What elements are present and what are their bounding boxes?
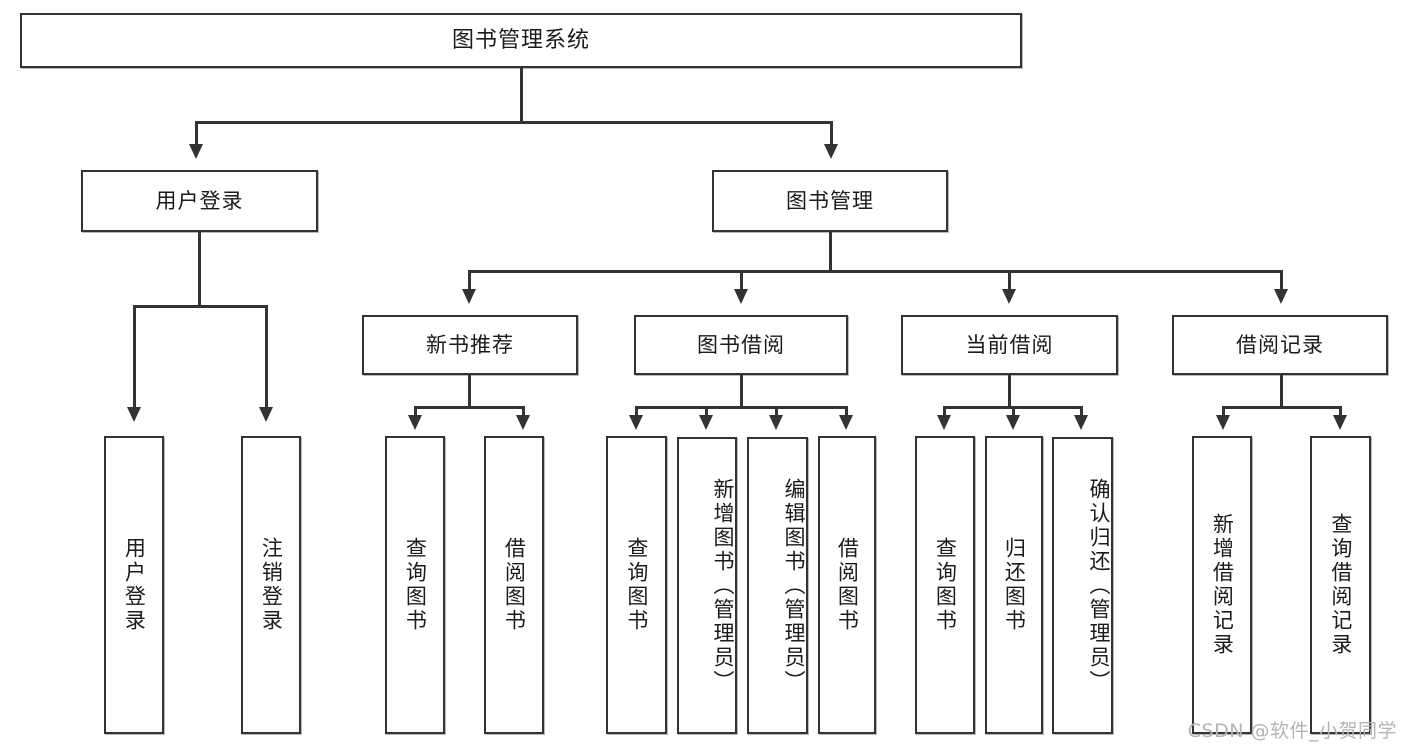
node-new-book-recommend[interactable]: 新书推荐 (362, 315, 578, 375)
arrowhead-bb-borrow-book (839, 415, 853, 430)
arrowhead-to-borrow-record (1274, 289, 1288, 304)
connector-to-current-borrow (1008, 270, 1011, 292)
connector-cb-1 (943, 406, 946, 418)
connector-bb-3 (775, 406, 778, 418)
arrowhead-to-new-book-recommend (462, 289, 476, 304)
connector-root-to-user-login (195, 121, 198, 147)
arrowhead-cb-query-book (937, 415, 951, 430)
connector-user-login-left (133, 305, 136, 410)
arrowhead-cb-return-book (1006, 415, 1020, 430)
connector-br-right (1339, 406, 1342, 418)
arrowhead-nbr-borrow-book (516, 415, 530, 430)
node-borrow-record[interactable]: 借阅记录 (1172, 315, 1388, 375)
node-book-management[interactable]: 图书管理 (712, 170, 948, 232)
arrowhead-bb-add-book (699, 415, 713, 430)
connector-level3-bus (468, 270, 1283, 273)
leaf-cb-query-book[interactable]: 查询图书 (915, 436, 975, 734)
leaf-bb-borrow-book[interactable]: 借阅图书 (818, 436, 876, 734)
connector-br-left (1222, 406, 1225, 418)
leaf-bb-query-book[interactable]: 查询图书 (606, 436, 667, 734)
connector-new-book-recommend-bus (414, 406, 524, 409)
node-user-login[interactable]: 用户登录 (81, 170, 318, 232)
connector-bb-2 (705, 406, 708, 418)
leaf-br-query-record[interactable]: 查询借阅记录 (1310, 436, 1371, 734)
connector-borrow-record-bus (1222, 406, 1341, 409)
connector-bb-4 (845, 406, 848, 418)
connector-current-borrow-stem (1008, 375, 1011, 408)
connector-nbr-left (414, 406, 417, 418)
arrowhead-to-current-borrow (1002, 289, 1016, 304)
arrowhead-to-book-borrow (734, 289, 748, 304)
node-current-borrow[interactable]: 当前借阅 (901, 315, 1118, 375)
connector-cb-2 (1012, 406, 1015, 418)
connector-to-new-book-recommend (468, 270, 471, 292)
arrowhead-to-leaf-logout (259, 407, 273, 422)
connector-book-borrow-stem (740, 375, 743, 408)
leaf-cb-confirm-return-admin[interactable]: 确认归还（管理员） (1052, 437, 1113, 734)
connector-borrow-record-stem (1280, 375, 1283, 408)
leaf-nbr-query-book[interactable]: 查询图书 (385, 436, 445, 734)
leaf-br-add-record[interactable]: 新增借阅记录 (1192, 436, 1252, 734)
arrowhead-nbr-query-book (408, 415, 422, 430)
connector-root-bus (195, 121, 832, 124)
arrowhead-cb-confirm-return (1074, 415, 1088, 430)
arrowhead-bb-query-book (629, 415, 643, 430)
leaf-cb-return-book[interactable]: 归还图书 (985, 436, 1043, 734)
leaf-logout[interactable]: 注销登录 (241, 436, 301, 734)
node-book-borrow[interactable]: 图书借阅 (634, 315, 848, 375)
connector-root-to-book-management (830, 121, 833, 147)
connector-to-book-borrow (740, 270, 743, 292)
arrowhead-to-book-management (824, 144, 838, 159)
leaf-nbr-borrow-book[interactable]: 借阅图书 (484, 436, 544, 734)
leaf-user-login[interactable]: 用户登录 (104, 436, 164, 734)
connector-root-stem (520, 68, 523, 123)
leaf-bb-edit-book-admin[interactable]: 编辑图书（管理员） (747, 437, 808, 734)
connector-book-borrow-bus (635, 406, 847, 409)
node-root-library-management-system[interactable]: 图书管理系统 (20, 13, 1022, 68)
arrowhead-bb-edit-book (769, 415, 783, 430)
leaf-bb-add-book-admin[interactable]: 新增图书（管理员） (677, 437, 737, 734)
connector-user-login-stem (198, 232, 201, 307)
connector-to-borrow-record (1280, 270, 1283, 292)
arrowhead-br-query-record (1333, 415, 1347, 430)
csdn-watermark: CSDN @软件_小贺同学 (1187, 720, 1397, 742)
connector-book-management-stem (829, 232, 832, 272)
connector-nbr-right (522, 406, 525, 418)
arrowhead-to-leaf-user-login (127, 407, 141, 422)
connector-cb-3 (1080, 406, 1083, 418)
connector-new-book-recommend-stem (468, 375, 471, 408)
connector-user-login-bus (133, 305, 267, 308)
connector-bb-1 (635, 406, 638, 418)
connector-user-login-right (265, 305, 268, 410)
arrowhead-br-add-record (1216, 415, 1230, 430)
arrowhead-to-user-login (189, 144, 203, 159)
